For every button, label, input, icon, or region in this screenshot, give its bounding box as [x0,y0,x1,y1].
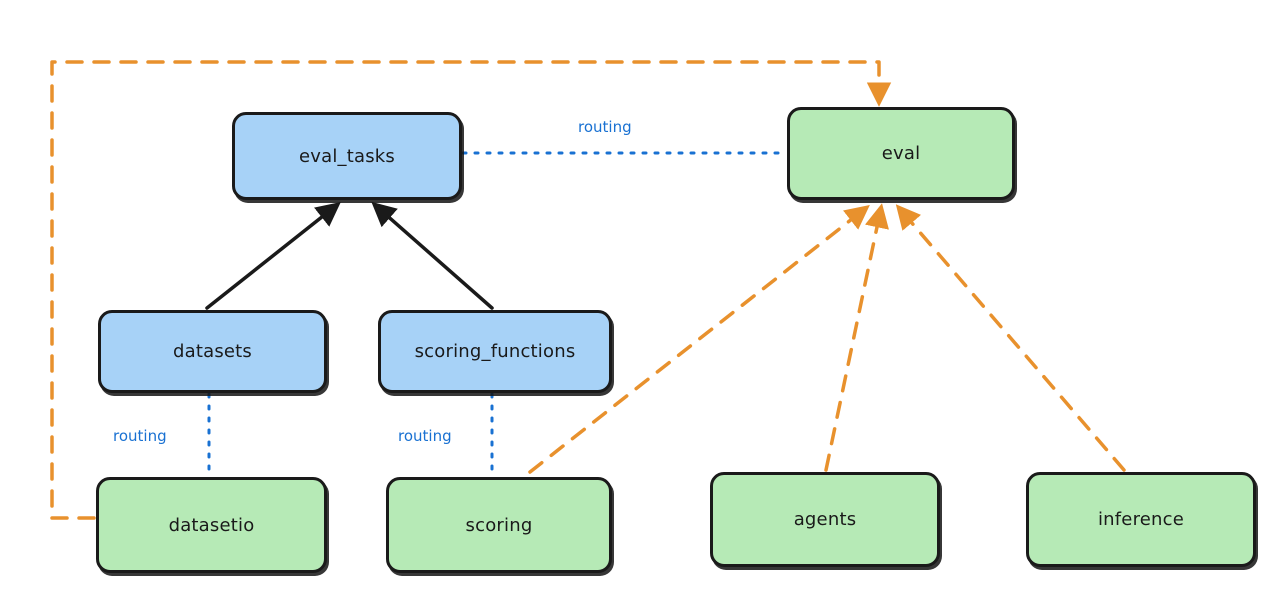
node-label-eval: eval [881,143,921,164]
node-label-scoring_functions: scoring_functions [414,341,576,362]
edge-label-routing-eval_tasks-eval: routing [578,118,632,136]
edge-label-routing-scoring_functions-scoring: routing [398,427,452,445]
node-scoring_functions[interactable]: scoring_functions [378,310,612,393]
edge-inference-to-eval [895,204,1126,472]
edge-agents-to-eval [824,203,889,472]
node-scoring[interactable]: scoring [386,477,612,573]
node-eval[interactable]: eval [787,107,1015,200]
edge-label-routing-datasets-datasetio: routing [113,427,167,445]
edge-datasets-to-eval-tasks [205,201,341,310]
node-label-datasetio: datasetio [168,514,255,536]
node-inference[interactable]: inference [1026,472,1256,567]
node-label-datasets: datasets [172,341,253,362]
node-label-inference: inference [1097,509,1185,530]
node-datasets[interactable]: datasets [98,310,327,393]
node-label-eval_tasks: eval_tasks [298,145,396,167]
node-agents[interactable]: agents [710,472,940,567]
edge-datasetio-to-eval [50,60,892,520]
node-label-scoring: scoring [465,514,533,536]
node-label-agents: agents [793,509,857,530]
edge-scoring-functions-to-eval-tasks [371,201,494,310]
node-eval_tasks[interactable]: eval_tasks [232,112,462,200]
node-datasetio[interactable]: datasetio [96,477,327,573]
